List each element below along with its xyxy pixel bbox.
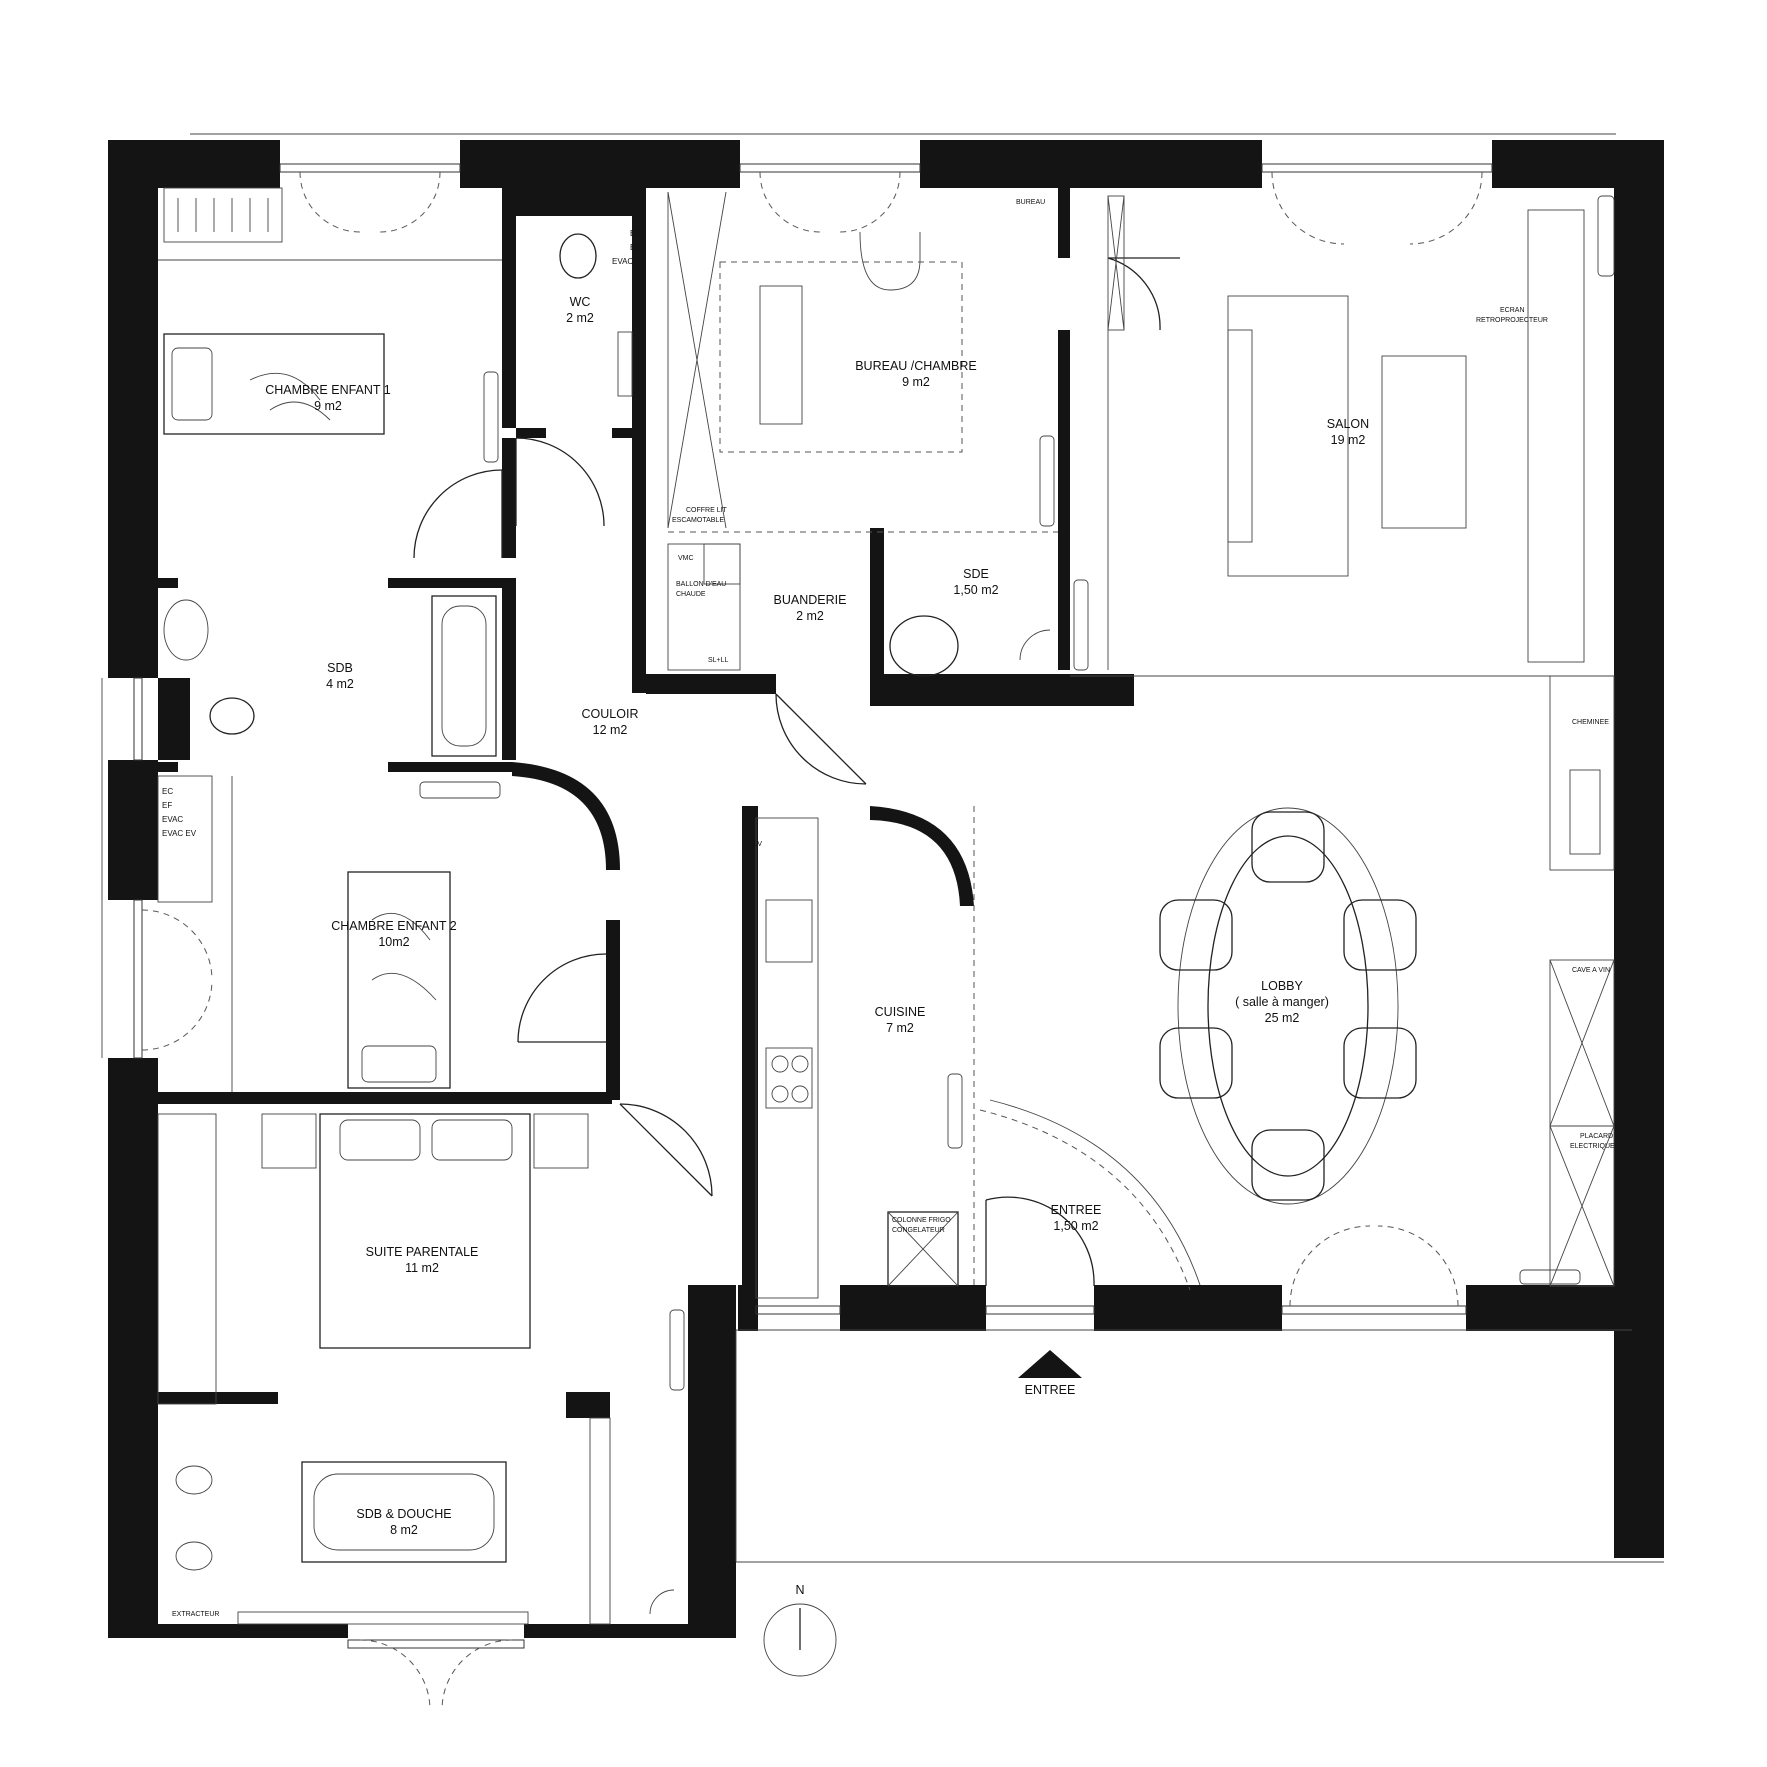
label-ec-wc-1: EC <box>630 229 641 238</box>
facade-lines <box>101 133 1664 1563</box>
furniture <box>157 187 1615 1677</box>
label-congelateur: CONGELATEUR <box>892 1227 945 1234</box>
room-area-salon: 19 m2 <box>1331 433 1366 447</box>
label-ecran: ECRAN <box>1500 307 1525 314</box>
label-vmc: VMC <box>678 555 694 562</box>
room-name-salon: SALON <box>1327 417 1369 431</box>
room-area-lobby: 25 m2 <box>1265 1011 1300 1025</box>
room-area-entree: 1,50 m2 <box>1053 1219 1098 1233</box>
label-ec-ch2-3: EVAC <box>162 815 183 824</box>
room-area-sdb: 4 m2 <box>326 677 354 691</box>
room-area-wc: 2 m2 <box>566 311 594 325</box>
label-ec-wc-3: EVAC <box>612 257 633 266</box>
room-name-sdb: SDB <box>327 661 353 675</box>
label-escamotable: ESCAMOTABLE <box>672 517 724 524</box>
room-subtitle-lobby: ( salle à manger) <box>1235 995 1329 1009</box>
room-name-sdb-douche: SDB & DOUCHE <box>356 1507 451 1521</box>
annotations: BUREAU ECRAN RETROPROJECTEUR COFFRE LIT … <box>162 199 1615 1618</box>
room-area-sdb-douche: 8 m2 <box>390 1523 418 1537</box>
label-colonne-frigo: COLONNE FRIGO <box>892 1217 951 1224</box>
label-bureau-top: BUREAU <box>1016 199 1045 206</box>
room-area-chambre1: 9 m2 <box>314 399 342 413</box>
label-ec-wc-2: EF <box>630 243 640 252</box>
label-sl-ll: SL+LL <box>708 657 729 664</box>
room-area-buanderie: 2 m2 <box>796 609 824 623</box>
label-cave-a-vin: CAVE A VIN <box>1572 967 1610 974</box>
label-chaude: CHAUDE <box>676 591 706 598</box>
label-ec-ch2-2: EF <box>162 801 172 810</box>
label-electrique: ELECTRIQUE <box>1570 1143 1615 1150</box>
walls <box>108 140 1664 1638</box>
label-ec-ch2-4: EVAC EV <box>162 829 197 838</box>
label-extracteur: EXTRACTEUR <box>172 1611 219 1618</box>
room-name-lobby: LOBBY <box>1261 979 1303 993</box>
room-area-cuisine: 7 m2 <box>886 1021 914 1035</box>
room-name-bureau: BUREAU /CHAMBRE <box>855 359 977 373</box>
label-ballon: BALLON D'EAU <box>676 581 726 588</box>
room-name-suite: SUITE PARENTALE <box>366 1245 479 1259</box>
label-lv: LV <box>754 841 762 848</box>
entrance-label: ENTREE <box>1025 1383 1076 1397</box>
label-coffre-lit: COFFRE LIT <box>686 507 728 514</box>
north-label: N <box>795 1583 804 1597</box>
room-area-chambre2: 10m2 <box>378 935 409 949</box>
room-name-chambre2: CHAMBRE ENFANT 2 <box>331 919 457 933</box>
windows <box>133 163 1493 1649</box>
label-placard: PLACARD <box>1580 1133 1613 1140</box>
room-area-couloir: 12 m2 <box>593 723 628 737</box>
room-area-bureau: 9 m2 <box>902 375 930 389</box>
room-name-wc: WC <box>570 295 591 309</box>
room-name-couloir: COULOIR <box>582 707 639 721</box>
room-name-sde: SDE <box>963 567 989 581</box>
room-name-cuisine: CUISINE <box>875 1005 926 1019</box>
room-area-suite: 11 m2 <box>405 1261 439 1275</box>
room-name-buanderie: BUANDERIE <box>774 593 847 607</box>
doors <box>141 171 1483 1711</box>
room-name-entree: ENTREE <box>1051 1203 1102 1217</box>
room-area-sde: 1,50 m2 <box>953 583 998 597</box>
label-retroprojecteur: RETROPROJECTEUR <box>1476 317 1548 324</box>
room-labels: CHAMBRE ENFANT 1 9 m2 WC 2 m2 BUREAU /CH… <box>265 295 1369 1537</box>
room-name-chambre1: CHAMBRE ENFANT 1 <box>265 383 391 397</box>
label-cheminee: CHEMINEE <box>1572 719 1609 726</box>
label-ec-ch2-1: EC <box>162 787 173 796</box>
